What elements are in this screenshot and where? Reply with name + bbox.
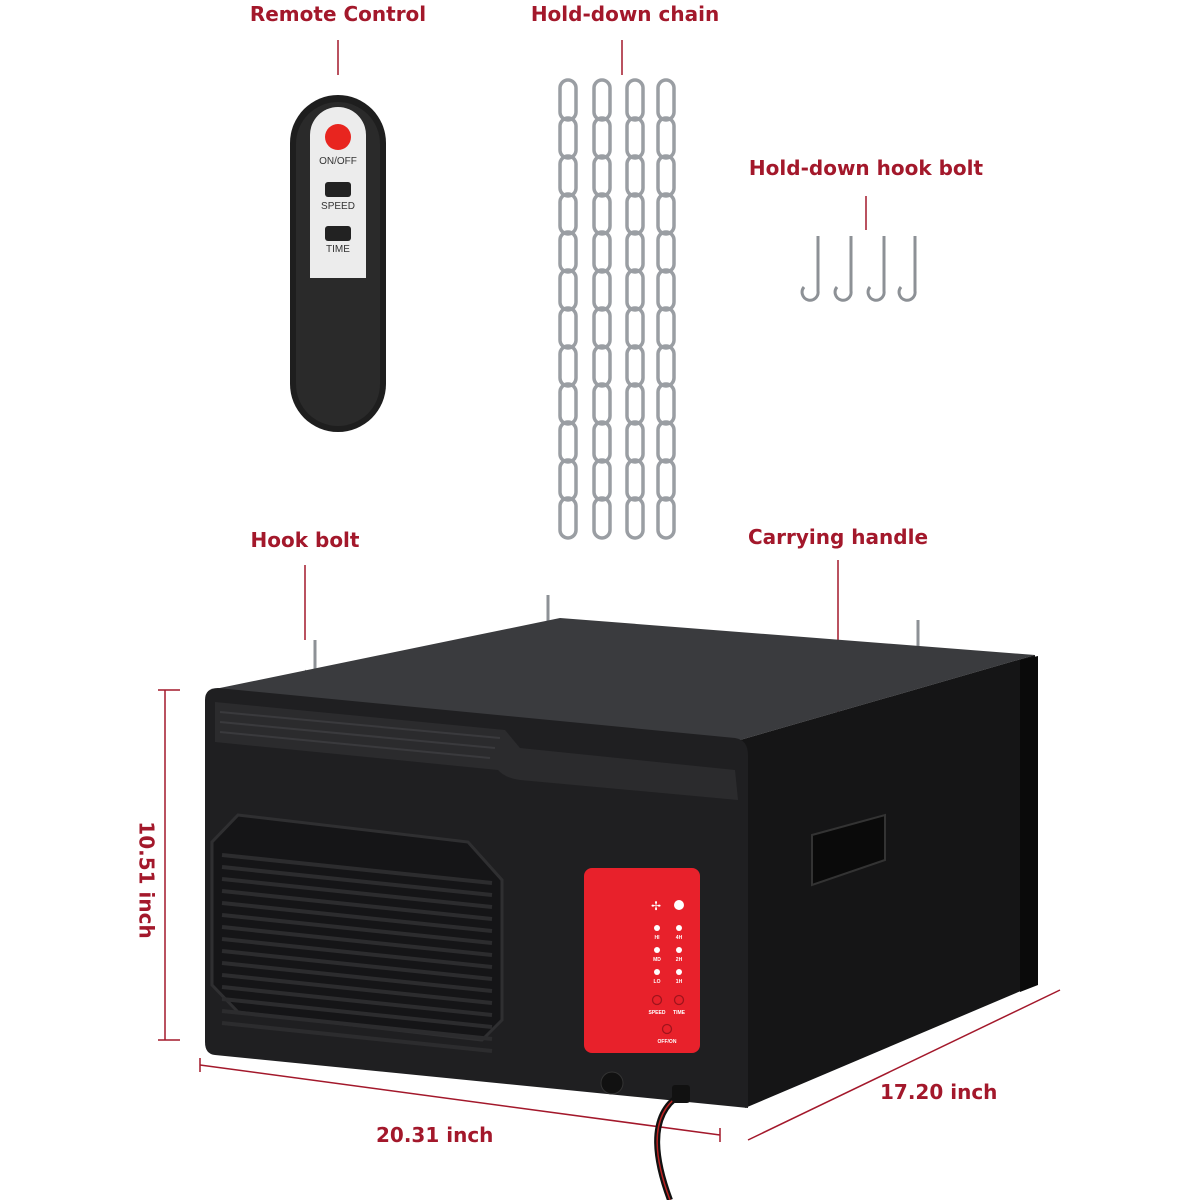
panel-speed-label: SPEED — [649, 1010, 666, 1016]
chain-link — [625, 344, 645, 388]
power-button-icon — [325, 124, 351, 150]
hook-bolt-icon — [866, 236, 886, 302]
chain-link — [625, 78, 645, 122]
hook-bolt-icon — [800, 236, 820, 302]
grille-slat — [221, 889, 493, 921]
chain-link — [592, 382, 612, 426]
chain-link — [625, 230, 645, 274]
chain-link — [625, 192, 645, 236]
remote-time-label: TIME — [326, 244, 350, 255]
power-cord — [654, 1092, 682, 1200]
chain-link — [625, 306, 645, 350]
carrying-handle — [811, 813, 886, 887]
remote-onoff-label: ON/OFF — [319, 156, 357, 167]
chain-link — [558, 306, 578, 350]
chain-link — [592, 496, 612, 540]
grille-slat — [221, 853, 493, 885]
chain-link — [592, 192, 612, 236]
chain-link — [656, 230, 676, 274]
chain-link — [558, 496, 578, 540]
chains — [558, 78, 676, 540]
chain-link — [656, 420, 676, 464]
label-remote-control: Remote Control — [249, 2, 427, 26]
grille-slat — [221, 997, 493, 1029]
chain-link — [592, 420, 612, 464]
chain-link — [656, 458, 676, 502]
label-hook-bolt: Hook bolt — [250, 528, 360, 552]
chain-link — [592, 268, 612, 312]
speed-hi-label: HI — [655, 935, 661, 941]
panel-offon-label: OFF/ON — [658, 1039, 677, 1045]
chain-link — [656, 306, 676, 350]
chain-link — [656, 154, 676, 198]
chain-link — [558, 78, 578, 122]
chain-link — [558, 116, 578, 160]
time-2h-label: 2H — [676, 957, 683, 963]
grille-slat — [221, 913, 493, 945]
speed-lo-label: LO — [654, 979, 661, 985]
fan-icon: ✢ — [651, 899, 661, 913]
chain-link — [592, 306, 612, 350]
chain-link — [625, 382, 645, 426]
chain-link — [592, 154, 612, 198]
panel-time-label: TIME — [673, 1010, 686, 1016]
chain-link — [558, 344, 578, 388]
chain-link — [558, 420, 578, 464]
chain-link — [625, 458, 645, 502]
chain-link — [656, 268, 676, 312]
chain-link — [625, 496, 645, 540]
chain-link — [558, 192, 578, 236]
chain-link — [656, 496, 676, 540]
knob — [600, 1071, 624, 1095]
air-filter-unit: ✢ HI MD LO 4H 2H 1H SPEED TIME OFF/ON — [205, 618, 1038, 1200]
chain-link — [592, 344, 612, 388]
grille-slat — [221, 949, 493, 981]
remote-speed-label: SPEED — [321, 201, 355, 212]
chain-link — [625, 268, 645, 312]
grille-slat — [221, 1021, 493, 1053]
grille-slat — [221, 961, 493, 993]
grille-slat — [221, 877, 493, 909]
chain-link — [558, 154, 578, 198]
label-hold-down-chain: Hold-down chain — [530, 2, 720, 26]
grille-slat — [221, 973, 493, 1005]
grille-slat — [221, 1009, 493, 1041]
hook-bolt-icon — [897, 236, 917, 302]
chain-link — [625, 420, 645, 464]
chain-link — [625, 116, 645, 160]
chain-link — [558, 382, 578, 426]
chain-link — [656, 344, 676, 388]
chain-link — [558, 268, 578, 312]
dimension-height: 10.51 inch — [134, 821, 159, 939]
time-1h-label: 1H — [676, 979, 683, 985]
grille-slat — [221, 937, 493, 969]
chain-link — [558, 458, 578, 502]
dimension-width: 20.31 inch — [376, 1123, 494, 1147]
speed-md-label: MD — [653, 957, 661, 963]
chain-link — [558, 230, 578, 274]
hook-bolt-icon — [833, 236, 853, 302]
chain-link — [656, 78, 676, 122]
chain-link — [656, 116, 676, 160]
chain-link — [592, 230, 612, 274]
grille-slat — [221, 901, 493, 933]
label-hold-down-hook-bolt: Hold-down hook bolt — [748, 156, 984, 180]
chain-link — [592, 116, 612, 160]
grille-slat — [221, 925, 493, 957]
chain-link — [656, 382, 676, 426]
chain-link — [625, 154, 645, 198]
dimension-depth: 17.20 inch — [880, 1080, 998, 1104]
remote-control — [290, 95, 386, 432]
chain-link — [592, 78, 612, 122]
time-4h-label: 4H — [676, 935, 683, 941]
chain-link — [656, 192, 676, 236]
label-carrying-handle: Carrying handle — [747, 525, 929, 549]
control-panel — [584, 868, 700, 1053]
chain-link — [592, 458, 612, 502]
grille-slat — [221, 985, 493, 1017]
grille-slat — [221, 865, 493, 897]
